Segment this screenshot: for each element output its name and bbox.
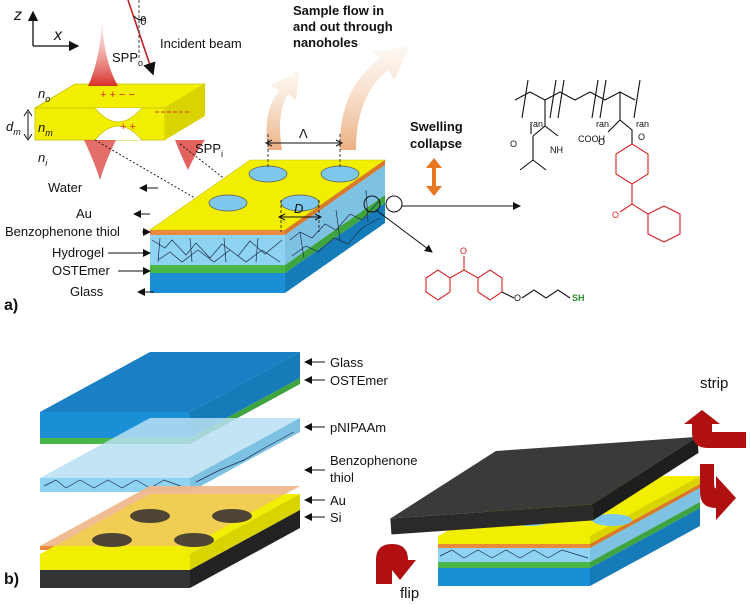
sensor-chip-a: Λ D xyxy=(149,126,521,293)
flip-arrow: flip xyxy=(376,544,419,602)
b-label-pnipaam: pNIPAAm xyxy=(330,420,386,435)
svg-text:O: O xyxy=(638,132,645,142)
panel-a-label: a) xyxy=(4,297,18,314)
strip-arrows: strip xyxy=(684,375,746,520)
svg-text:SH: SH xyxy=(572,293,585,303)
coordinate-axes: z x xyxy=(13,7,80,52)
lambda-label: Λ xyxy=(299,126,308,141)
spp-i-field-left xyxy=(84,140,116,180)
benzophenone-thiol-structure xyxy=(425,256,571,301)
collapse-label: collapse xyxy=(410,136,462,151)
svg-text:+ + − −: + + − − xyxy=(100,89,135,101)
panel-b-label: b) xyxy=(4,571,19,588)
polymer-structure xyxy=(514,79,681,243)
b-label-benzophenone: Benzophenone xyxy=(330,453,417,468)
svg-text:O: O xyxy=(598,137,605,147)
panel-a: z x θ Incident beam Sample flow in and o… xyxy=(4,0,681,314)
layer-label-benzophenone-thiol: Benzophenone thiol xyxy=(5,224,120,239)
n-i-label: ni xyxy=(38,150,48,168)
d-m-label: dm xyxy=(6,119,21,137)
svg-text:COOH: COOH xyxy=(578,134,605,144)
spp-o-field xyxy=(88,20,118,86)
axis-z-label: z xyxy=(13,7,22,24)
layer-label-glass: Glass xyxy=(70,284,104,299)
svg-text:+ +: + + xyxy=(120,121,136,133)
svg-text:ran: ran xyxy=(596,119,609,129)
layer-label-hydrogel: Hydrogel xyxy=(52,245,104,260)
sample-flow-line1: Sample flow in xyxy=(293,3,384,18)
layer-label-water: Water xyxy=(48,180,83,195)
diameter-label: D xyxy=(294,201,303,216)
strip-label: strip xyxy=(700,375,728,392)
svg-text:O: O xyxy=(514,293,521,303)
theta-label: θ xyxy=(140,14,147,28)
spp-o-label: SPPo xyxy=(112,50,143,68)
axis-x-label: x xyxy=(53,27,63,44)
layer-labels-b: Glass OSTEmer pNIPAAm Benzophenone thiol… xyxy=(304,355,417,525)
spp-i-field-right xyxy=(175,140,205,170)
layer-labels-a: Water Au Benzophenone thiol Hydrogel OST… xyxy=(5,180,158,299)
layer-label-au: Au xyxy=(76,206,92,221)
b-label-ostemer: OSTEmer xyxy=(330,373,388,388)
polymer-labels: ran ran ran NH O COOH O O O xyxy=(510,119,649,220)
svg-text:O: O xyxy=(612,210,619,220)
exploded-hydrogel-plate xyxy=(40,418,300,492)
svg-text:ran: ran xyxy=(636,119,649,129)
sample-flow-line2: and out through xyxy=(293,19,393,34)
swelling-indicator: Swelling collapse xyxy=(410,119,463,196)
b-label-glass: Glass xyxy=(330,355,364,370)
flow-arrows xyxy=(266,46,410,150)
b-label-si: Si xyxy=(330,510,342,525)
thiol-labels: O O SH xyxy=(460,246,585,303)
svg-text:O: O xyxy=(510,139,517,149)
sample-flow-line3: nanoholes xyxy=(293,35,358,50)
n-m-label: nm xyxy=(38,120,53,138)
layer-label-ostemer: OSTEmer xyxy=(52,263,110,278)
svg-text:NH: NH xyxy=(550,145,563,155)
exploded-glass-plate xyxy=(40,352,300,444)
flip-label: flip xyxy=(400,585,419,602)
incident-beam-label: Incident beam xyxy=(160,36,242,51)
panel-b: Glass OSTEmer pNIPAAm Benzophenone thiol… xyxy=(4,352,746,602)
svg-text:ran: ran xyxy=(530,119,543,129)
swelling-label: Swelling xyxy=(410,119,463,134)
b-label-au: Au xyxy=(330,493,346,508)
b-label-thiol: thiol xyxy=(330,470,354,485)
spp-i-label: SPPi xyxy=(195,141,223,159)
assembled-chip-b xyxy=(390,436,700,586)
incident-beam: θ Incident beam xyxy=(127,0,242,76)
n-o-label: no xyxy=(38,86,50,104)
thin-film-schematic: + + − − + + SPPo SPPi no nm ni dm xyxy=(6,20,245,209)
exploded-gold-plate xyxy=(40,486,300,588)
svg-text:O: O xyxy=(460,246,467,256)
